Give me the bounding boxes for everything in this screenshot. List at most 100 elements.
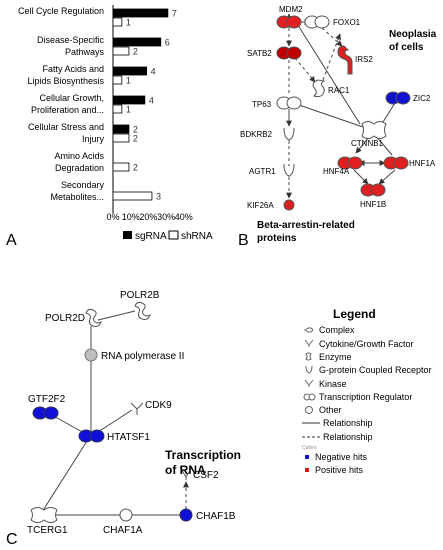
x-tick-label: 40%	[175, 212, 193, 222]
svg-text:Negative hits: Negative hits	[315, 452, 368, 462]
legend-other: Other	[305, 405, 342, 415]
svg-text:CTNNB1: CTNNB1	[351, 139, 384, 148]
node-tp63: TP63	[252, 96, 302, 110]
bar-shrna	[112, 46, 130, 56]
node-irs2: IRS2	[337, 45, 373, 75]
bar-shrna	[112, 75, 123, 85]
enzyme-icon	[305, 352, 312, 361]
bar-shrna	[112, 191, 153, 201]
category-label: Pathways	[65, 47, 105, 57]
svg-text:RNA polymerase II: RNA polymerase II	[101, 351, 184, 362]
edge-satb2-rac1	[294, 57, 316, 83]
network-c-edges	[41, 310, 189, 516]
node-polr2b: POLR2B	[120, 290, 160, 320]
x-tick-label: 30%	[157, 212, 175, 222]
svg-text:FOXO1: FOXO1	[333, 18, 361, 27]
legend-negative: Negative hits	[305, 452, 368, 462]
bar-sgrna	[112, 8, 169, 18]
panel-label-c: C	[6, 531, 18, 548]
legend-relationship-solid: Relationship	[302, 418, 373, 428]
legend-positive: Positive hits	[305, 465, 364, 475]
svg-text:G-protein Coupled Receptor: G-protein Coupled Receptor	[319, 365, 432, 375]
data-label: 2	[133, 163, 138, 173]
bar-sgrna	[112, 95, 146, 105]
node-hnf4a: HNF4A	[323, 156, 363, 176]
legend-colors-label: Colors	[302, 445, 317, 451]
svg-text:Complex: Complex	[319, 325, 355, 335]
category-label: Secondary	[61, 180, 105, 190]
panel-label-b: B	[238, 232, 249, 249]
network-legend: Legend Complex Cytokine/Growth Factor En…	[302, 307, 432, 475]
node-hnf1b: HNF1B	[360, 183, 386, 209]
svg-text:POLR2B: POLR2B	[120, 290, 160, 301]
legend-label-shrna: shRNA	[181, 231, 213, 242]
node-hnf1a: HNF1A	[383, 156, 436, 170]
node-bdkrb2: BDKRB2	[240, 127, 295, 144]
edge-foxo1-irs2	[321, 27, 343, 47]
node-cdk9: CDK9	[130, 400, 172, 415]
svg-text:CHAF1B: CHAF1B	[196, 511, 236, 522]
node-kif26a: KIF26A	[247, 199, 295, 211]
bar-sgrna	[112, 66, 148, 76]
bar-sgrna	[112, 124, 130, 134]
legend-label-sgrna: sgRNA	[135, 231, 167, 242]
svg-text:CHAF1A: CHAF1A	[103, 525, 143, 536]
node-tcerg1: TCERG1	[27, 507, 68, 536]
node-foxo1: FOXO1	[304, 15, 361, 29]
other-icon	[305, 406, 313, 414]
node-gtf2f2: GTF2F2	[28, 394, 66, 420]
network-c-nodes: POLR2B POLR2D RNA polymerase II GTF2F2 C…	[27, 290, 236, 536]
legend-title: Legend	[333, 307, 376, 321]
data-label: 1	[126, 76, 131, 86]
x-tick-label: 10%	[122, 212, 140, 222]
bar-shrna	[112, 162, 130, 172]
network-b-subtitle-line2: proteins	[257, 233, 297, 244]
edge-mdm2-ctnnb1	[295, 21, 361, 125]
edge-tp63-ctnnb1	[295, 103, 364, 128]
svg-text:Kinase: Kinase	[319, 379, 347, 389]
legend-relationship-dashed: Relationship	[302, 432, 373, 442]
node-mdm2: MDM2	[276, 5, 303, 29]
network-b-edges	[286, 13, 396, 199]
data-label: 2	[133, 134, 138, 144]
svg-text:IRS2: IRS2	[355, 55, 373, 64]
node-rnapol: RNA polymerase II	[84, 348, 184, 362]
bar-shrna	[112, 133, 130, 143]
network-b-subtitle-line1: Beta-arrestin-related	[257, 220, 355, 231]
edge-rac1-foxo1	[322, 33, 341, 81]
node-ctnnb1: CTNNB1	[351, 121, 387, 148]
gpcr-icon	[305, 365, 313, 374]
data-label: 4	[151, 67, 156, 77]
svg-text:CDK9: CDK9	[145, 400, 172, 411]
svg-text:Relationship: Relationship	[323, 432, 373, 442]
svg-text:Positive hits: Positive hits	[315, 465, 364, 475]
node-zic2: ZIC2	[385, 91, 431, 105]
category-label: Fatty Acids and	[42, 64, 104, 74]
legend-swatch-sgrna	[123, 231, 132, 239]
edge-hnf1a-hnf1b	[378, 169, 396, 185]
data-label: 4	[149, 96, 154, 106]
node-csf2: CSF2	[179, 466, 219, 481]
node-htatsf1: HTATSF1	[78, 429, 150, 443]
data-label: 2	[133, 47, 138, 57]
svg-text:MDM2: MDM2	[279, 5, 303, 14]
edge-polr2d-polr2b	[97, 310, 136, 321]
positive-swatch	[305, 468, 309, 472]
svg-text:Transcription Regulator: Transcription Regulator	[319, 392, 412, 402]
x-tick-label: 0%	[106, 212, 119, 222]
node-agtr1: AGTR1	[249, 163, 295, 180]
category-label: Proliferation and...	[31, 105, 104, 115]
network-b-nodes: MDM2 FOXO1 SATB2 IRS2 RAC1 ZIC2 TP	[240, 5, 436, 211]
legend-enzyme: Enzyme	[305, 352, 352, 362]
svg-text:HNF1A: HNF1A	[409, 159, 436, 168]
node-chaf1b: CHAF1B	[179, 508, 236, 522]
node-satb2: SATB2	[247, 46, 302, 60]
node-polr2d: POLR2D	[45, 308, 102, 327]
svg-text:RAC1: RAC1	[328, 86, 350, 95]
network-b-title-line1: Neoplasia	[389, 29, 437, 40]
svg-text:HTATSF1: HTATSF1	[107, 432, 150, 443]
category-label: Cellular Growth,	[39, 93, 104, 103]
network-c-title-line2: of RNA	[165, 463, 206, 477]
svg-text:Relationship: Relationship	[323, 418, 373, 428]
